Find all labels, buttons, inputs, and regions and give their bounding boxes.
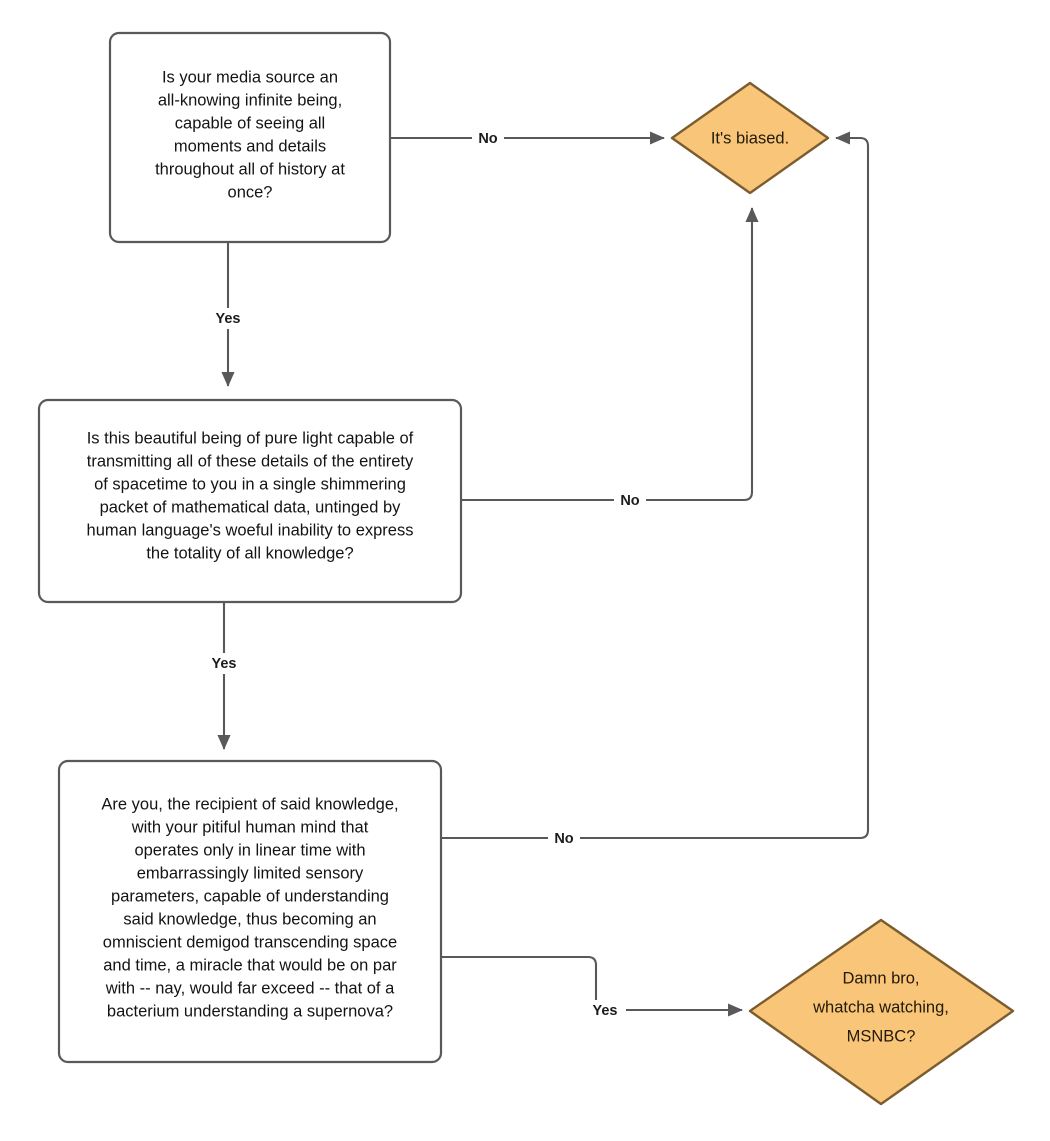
node-text-line: MSNBC? <box>847 1027 916 1045</box>
node-text-line: throughout all of history at <box>155 160 345 178</box>
edge-label-no-3: No <box>554 831 573 847</box>
edge-path <box>441 955 743 1017</box>
edge-label-no-1: No <box>478 131 497 147</box>
edge-path <box>441 131 870 840</box>
edge-label-background <box>584 1000 626 1021</box>
node-text-line: with -- nay, would far exceed -- that of… <box>105 979 395 997</box>
node-text-line: all-knowing infinite being, <box>158 91 342 109</box>
node-shape[interactable] <box>670 81 830 195</box>
edge-label-no-2: No <box>620 493 639 509</box>
node-text-line: parameters, capable of understanding <box>111 887 389 905</box>
node-shape[interactable] <box>37 398 463 604</box>
edge-q1-to-q2: Yes <box>206 242 248 387</box>
node-text-line: human language's woeful inability to exp… <box>87 521 414 539</box>
node-text-line: moments and details <box>174 137 326 155</box>
edge-label-background <box>614 490 646 511</box>
edge-label-background <box>472 128 504 149</box>
node-question-2[interactable]: Is this beautiful being of pure light ca… <box>37 398 463 604</box>
edge-q1-to-biased: No <box>390 128 665 149</box>
node-text-line: Damn bro, <box>842 969 919 987</box>
edge-q3-to-msnbc: Yes <box>441 955 743 1021</box>
edge-path <box>461 207 759 502</box>
edge-q2-to-q3: Yes <box>202 602 244 750</box>
node-text-line: embarrassingly limited sensory <box>137 864 364 882</box>
edge-label-background <box>202 653 244 674</box>
node-text-line: omniscient demigod transcending space <box>103 933 397 951</box>
node-question-1[interactable]: Is your media source an all-knowing infi… <box>108 31 392 244</box>
node-shape[interactable] <box>748 918 1015 1106</box>
node-text-line: and time, a miracle that would be on par <box>103 956 397 974</box>
node-shape[interactable] <box>108 31 392 244</box>
node-text-line: Is this beautiful being of pure light ca… <box>87 429 414 447</box>
node-question-3[interactable]: Are you, the recipient of said knowledge… <box>57 759 443 1064</box>
node-outcome-biased[interactable]: It's biased. <box>670 81 830 195</box>
node-text-line: capable of seeing all <box>175 114 325 132</box>
node-text-line: packet of mathematical data, untinged by <box>100 498 402 516</box>
edge-label-yes-3: Yes <box>593 1003 618 1019</box>
edge-q2-to-biased: No <box>461 207 759 511</box>
node-outcome-msnbc[interactable]: Damn bro, whatcha watching, MSNBC? <box>748 918 1015 1106</box>
node-text-line: bacterium understanding a supernova? <box>107 1002 393 1020</box>
edge-q3-to-biased: No <box>441 131 870 849</box>
node-shape[interactable] <box>57 759 443 1064</box>
node-text-line: operates only in linear time with <box>134 841 365 859</box>
edge-label-yes-1: Yes <box>216 311 241 327</box>
edge-label-background <box>206 308 248 329</box>
node-text-line: transmitting all of these details of the… <box>87 452 414 470</box>
edge-label-background <box>548 828 580 849</box>
node-text-line: the totality of all knowledge? <box>146 544 353 562</box>
node-text-line: said knowledge, thus becoming an <box>123 910 376 928</box>
node-text-line: Are you, the recipient of said knowledge… <box>101 795 398 813</box>
node-text-line: once? <box>228 183 273 201</box>
node-text-line: with your pitiful human mind that <box>131 818 369 836</box>
node-text-line: It's biased. <box>711 129 789 147</box>
node-text-line: Is your media source an <box>162 68 338 86</box>
node-text-line: whatcha watching, <box>812 998 949 1016</box>
edge-label-yes-2: Yes <box>212 656 237 672</box>
node-text-line: of spacetime to you in a single shimmeri… <box>94 475 406 493</box>
